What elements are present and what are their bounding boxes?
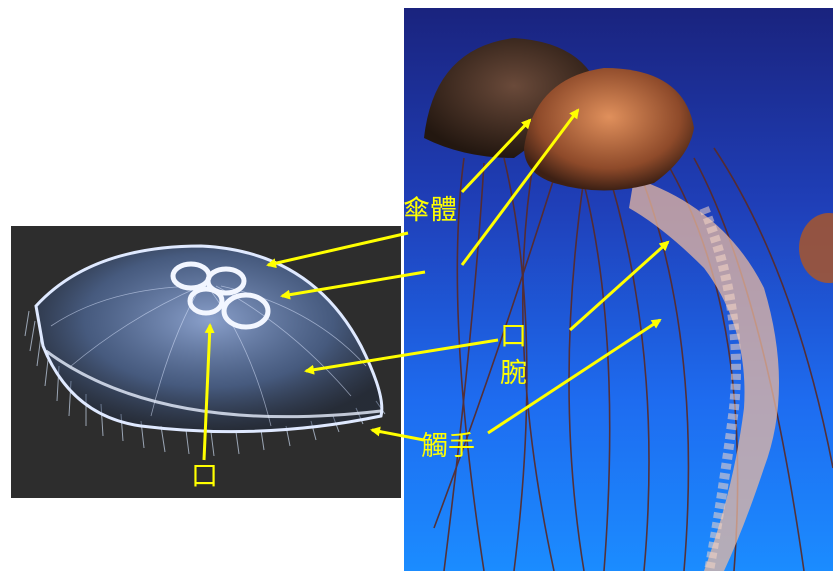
moon-jellyfish-illustration [11,226,401,498]
oral-arm [629,178,779,571]
sea-nettle-illustration [404,8,833,571]
label-mouth-left: 口 [191,462,218,492]
moon-jellyfish-photo [11,226,401,498]
label-oral-arm: 腕 [500,359,527,389]
label-tentacles: 觸手 [421,432,475,462]
label-umbrella: 傘體 [403,196,457,226]
sea-nettle-photo [404,8,833,571]
label-mouth-right: 口 [500,322,527,352]
